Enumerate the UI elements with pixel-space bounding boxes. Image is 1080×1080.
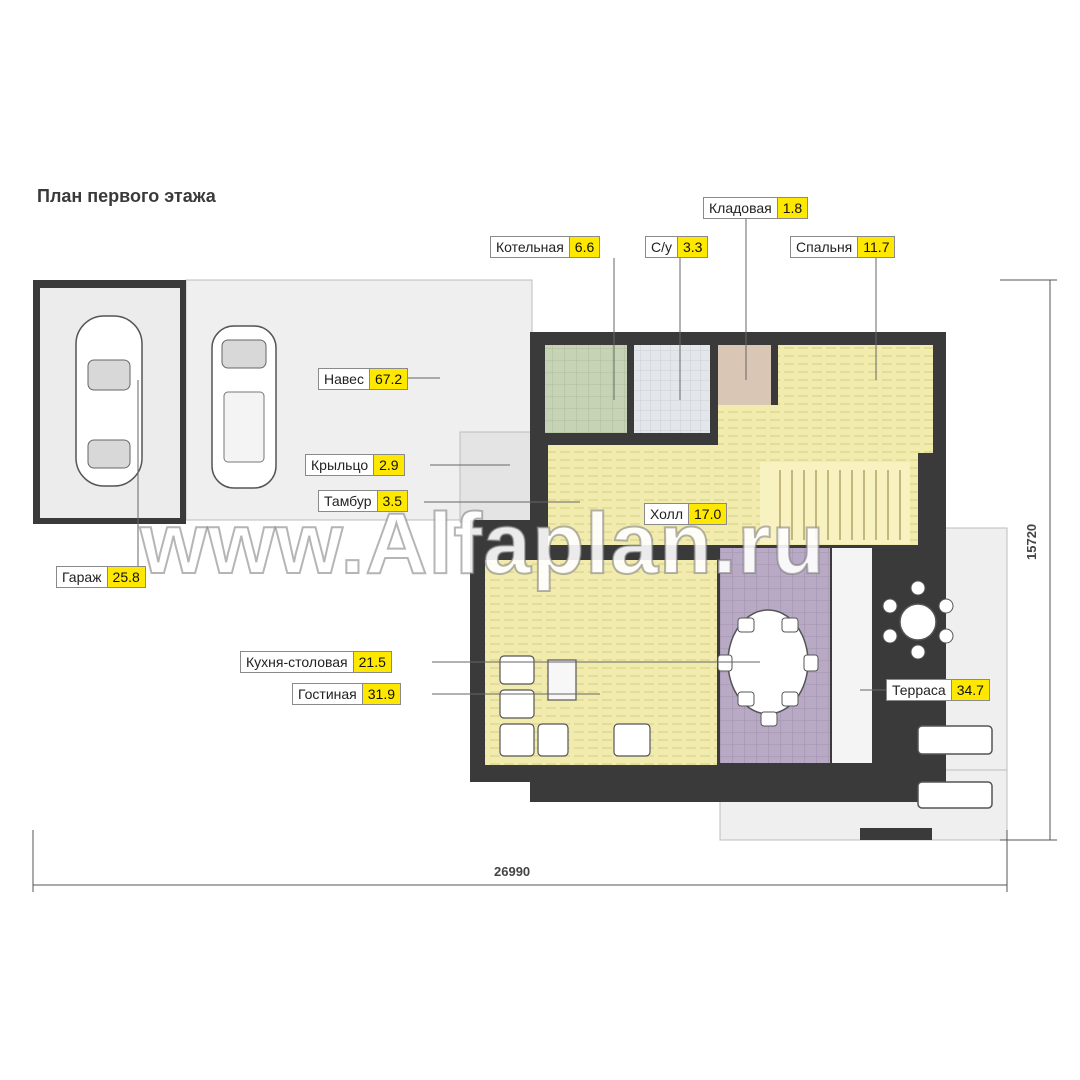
- room-name: Крыльцо: [311, 457, 369, 473]
- plan-title: План первого этажа: [37, 186, 216, 206]
- label-terrace: Терраса 34.7: [886, 679, 990, 701]
- label-porch: Крыльцо 2.9: [305, 454, 405, 476]
- room-name: Гараж: [62, 569, 102, 585]
- label-canopy: Навес 67.2: [318, 368, 409, 390]
- width-dimension: 26990: [494, 864, 531, 879]
- room-area: 21.5: [352, 652, 391, 672]
- terrace-loungers: [917, 725, 993, 809]
- label-boiler-room: Котельная 6.6: [490, 236, 601, 258]
- room-area: 2.9: [373, 455, 404, 475]
- room-area: 3.3: [677, 237, 708, 257]
- living-sofas: [499, 655, 651, 757]
- label-storage: Кладовая 1.8: [703, 197, 809, 219]
- room-area: 67.2: [368, 369, 408, 389]
- room-area: 17.0: [688, 504, 727, 524]
- dimension-lines: [32, 279, 1057, 892]
- depth-dimension: 15720: [1024, 523, 1039, 560]
- label-bedroom: Спальня 11.7: [790, 236, 896, 258]
- label-kitchen-dining: Кухня-столовая 21.5: [240, 651, 392, 673]
- room-name: Терраса: [892, 682, 946, 698]
- label-garage: Гараж 25.8: [56, 566, 146, 588]
- room-name: С/у: [651, 239, 672, 255]
- label-vestibule: Тамбур 3.5: [318, 490, 408, 512]
- room-name: Спальня: [796, 239, 853, 255]
- garage-car: [75, 315, 143, 487]
- staircase: [779, 470, 901, 540]
- label-hall: Холл 17.0: [644, 503, 728, 525]
- label-bathroom: С/у 3.3: [645, 236, 709, 258]
- room-name: Кладовая: [709, 200, 772, 216]
- watermark: www.Alfaplan.ru: [139, 495, 826, 593]
- room-area: 3.5: [376, 491, 407, 511]
- room-area: 34.7: [950, 680, 989, 700]
- room-name: Навес: [324, 371, 364, 387]
- room-name: Холл: [650, 506, 683, 522]
- room-area: 1.8: [776, 198, 808, 218]
- room-area: 11.7: [857, 237, 895, 257]
- room-name: Гостиная: [298, 686, 357, 702]
- terrace-table: [882, 580, 954, 660]
- room-area: 6.6: [568, 237, 600, 257]
- room-area: 25.8: [106, 567, 145, 587]
- leader-lines: [137, 218, 918, 695]
- label-living-room: Гостиная 31.9: [292, 683, 402, 705]
- canopy-car: [211, 325, 277, 489]
- room-name: Кухня-столовая: [246, 654, 348, 670]
- room-name: Котельная: [496, 239, 564, 255]
- room-area: 31.9: [361, 684, 401, 704]
- room-name: Тамбур: [324, 493, 372, 509]
